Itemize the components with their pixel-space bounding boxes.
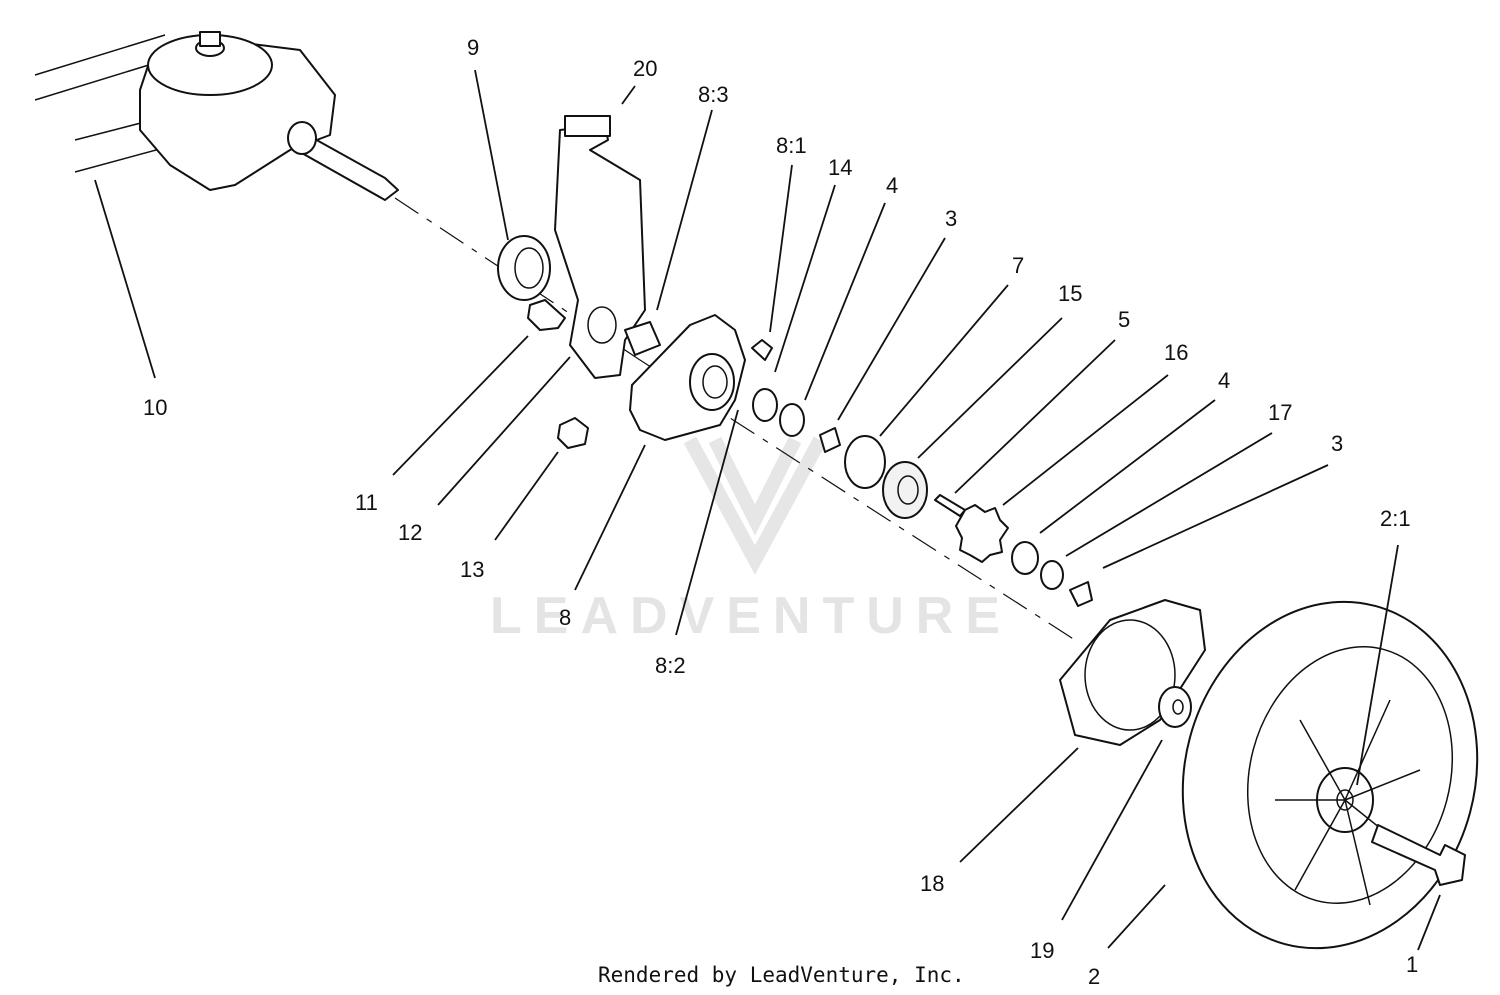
transmission-assembly — [34, 31, 399, 201]
callout-4a: 4 — [886, 173, 898, 198]
callout-2: 2 — [1088, 964, 1100, 989]
callout-8: 8 — [559, 605, 571, 630]
bolt-11 — [527, 299, 566, 331]
callout-8-3: 8:3 — [698, 82, 729, 107]
pinion-16 — [955, 504, 1009, 563]
clip-3b — [1069, 581, 1093, 607]
watermark-text: LEADVENTURE — [490, 587, 1012, 645]
callout-2-1: 2:1 — [1380, 506, 1411, 531]
callout-11: 11 — [355, 490, 378, 515]
key-5 — [934, 494, 966, 517]
seal-9 — [497, 235, 551, 301]
callout-1: 1 — [1406, 952, 1418, 977]
callout-14: 14 — [828, 155, 852, 180]
callout-9: 9 — [467, 35, 479, 60]
callout-18: 18 — [920, 871, 944, 896]
bearing-7 — [844, 435, 886, 489]
callout-8-2: 8:2 — [655, 653, 686, 678]
seal-15 — [882, 461, 928, 519]
callout-15: 15 — [1058, 281, 1082, 306]
callout-7: 7 — [1012, 253, 1024, 278]
spacer-8-3 — [624, 321, 661, 356]
callout-3b: 3 — [1331, 431, 1343, 456]
pivot-arm-8 — [624, 314, 773, 441]
washer-4b — [1011, 541, 1039, 575]
nut-13 — [557, 417, 589, 449]
gear-cover-18 — [1059, 599, 1206, 746]
washer-14 — [752, 388, 778, 422]
watermark-logo — [683, 436, 827, 575]
axle-hardware — [752, 388, 1093, 607]
callout-4b: 4 — [1218, 368, 1230, 393]
clip-3a — [819, 427, 841, 453]
washer-19 — [1158, 686, 1192, 728]
spacer-17 — [1040, 560, 1064, 590]
callout-5: 5 — [1118, 307, 1130, 332]
axle-bolt-1 — [1371, 824, 1466, 886]
bracket-20 — [554, 115, 646, 379]
leader-lines — [94, 69, 1441, 951]
callout-3a: 3 — [945, 206, 957, 231]
watermark: LEADVENTURE — [490, 436, 1012, 645]
render-credit: Rendered by LeadVenture, Inc. — [598, 963, 965, 987]
pulley-nut — [199, 31, 221, 47]
callout-8-1: 8:1 — [776, 133, 807, 158]
bearing-8-2 — [689, 353, 735, 411]
callout-12: 12 — [398, 520, 422, 545]
callout-20: 20 — [633, 56, 657, 81]
wheel-2 — [1181, 600, 1479, 950]
washer-4a — [779, 403, 805, 437]
callout-16: 16 — [1164, 340, 1188, 365]
callout-19: 19 — [1030, 938, 1054, 963]
shaft-collar — [287, 121, 317, 155]
belt — [34, 34, 231, 173]
callout-13: 13 — [460, 557, 484, 582]
callout-labels: 10 9 20 8:3 8:1 14 4 3 7 15 5 16 4 17 3 … — [143, 35, 1418, 989]
callout-10: 10 — [143, 395, 167, 420]
grease-fitting-8-1 — [751, 339, 773, 361]
callout-17: 17 — [1268, 400, 1292, 425]
